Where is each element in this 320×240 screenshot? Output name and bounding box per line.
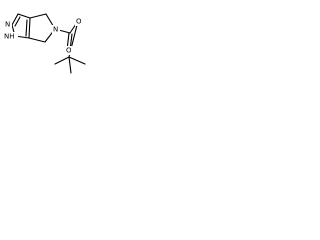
bond-c3-n2-double bbox=[14, 16, 21, 27]
bond-c3-n2 bbox=[11, 13, 19, 26]
atom-n-ring-a: N bbox=[5, 21, 10, 29]
bond-c7a-c3a-double bbox=[25, 19, 28, 37]
atom-n-ring-a-bg bbox=[4, 20, 12, 29]
atom-o-carbonyl-bg bbox=[65, 46, 73, 55]
bond-cq-methyl-left bbox=[54, 56, 70, 65]
bond-c7a-c3a bbox=[28, 17, 31, 39]
bond-cq-methyl-right bbox=[68, 56, 86, 65]
atom-n-ring-b-bg bbox=[52, 25, 60, 34]
bond-c3a-c3 bbox=[17, 13, 31, 19]
atom-o-ether: O bbox=[76, 18, 82, 26]
bond-cq-methyl-down bbox=[68, 56, 72, 74]
atom-o-ether-bg bbox=[75, 17, 83, 26]
molecule-structure-diagram: N NH N O O bbox=[4, 13, 86, 74]
atom-o-carbonyl: O bbox=[66, 47, 72, 55]
bond-c3a-c4 bbox=[29, 13, 47, 19]
atom-nh: NH bbox=[4, 33, 15, 41]
atom-nh-bg bbox=[4, 32, 18, 41]
bond-c6-c7a bbox=[28, 37, 46, 43]
atom-n-ring-b: N bbox=[53, 26, 58, 34]
